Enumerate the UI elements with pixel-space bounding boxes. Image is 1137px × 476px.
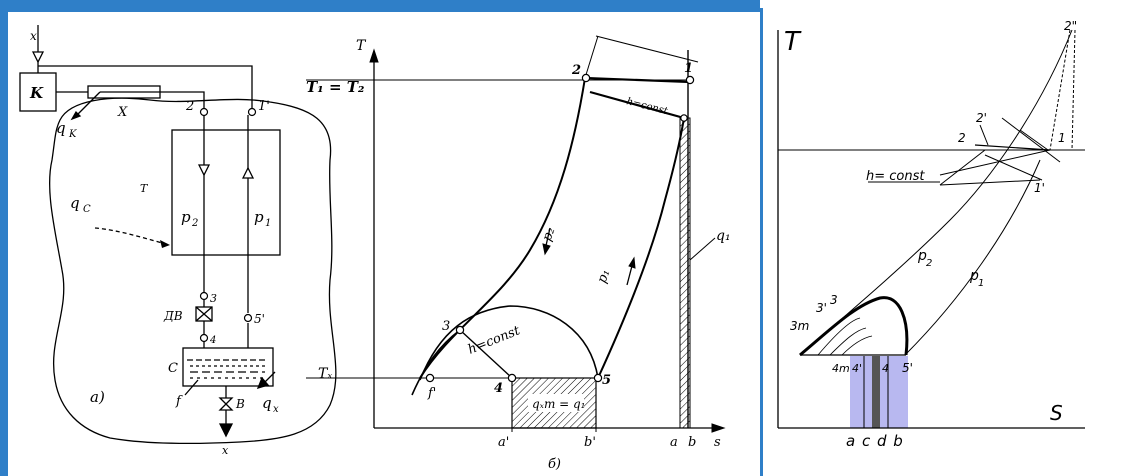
b-label-3: 3	[442, 319, 450, 334]
b-saturation-dome	[419, 305, 599, 381]
label-qK: q	[56, 119, 66, 137]
b-node-4	[507, 373, 517, 383]
node-2	[199, 107, 209, 117]
system-boundary-blob	[49, 97, 337, 445]
node-3	[199, 291, 209, 301]
b-node-2	[581, 73, 591, 83]
label-node-4: 4	[209, 335, 216, 346]
b-node-f	[425, 373, 435, 383]
panel-c-labels: T S 2" 2' 2 1 1' h= const p 2 p 1 3 3' 3…	[784, 19, 1077, 450]
c-label-p2-sub: 2	[926, 258, 932, 269]
b-label-s: s	[714, 435, 721, 450]
c-label-5p: 5'	[902, 361, 913, 375]
label-qC: q	[70, 194, 80, 212]
b-label-q1: q₁	[716, 228, 731, 244]
c-label-p1-sub: 1	[978, 278, 984, 289]
label-C: C	[168, 361, 178, 376]
c-label-2pp: 2"	[1064, 19, 1077, 33]
separator-vessel	[182, 347, 274, 387]
c-label-1: 1	[1058, 131, 1066, 145]
c-label-2p: 2'	[976, 111, 987, 125]
label-x-bottom: x	[222, 444, 229, 457]
b-label-b-prime: b'	[584, 435, 596, 450]
c-label-abcd: a c d b	[846, 432, 904, 450]
label-p2: p	[181, 208, 191, 226]
c-label-4m: 4m	[832, 362, 850, 375]
panel-c-background	[763, 8, 1137, 476]
label-DV: ДВ	[163, 309, 183, 323]
b-label-pz: p₂	[540, 226, 559, 244]
b-label-T: T	[356, 38, 367, 54]
c-label-3m: 3m	[790, 319, 809, 333]
label-B: B	[235, 397, 245, 411]
label-p1-sub: 1	[265, 218, 271, 229]
c-saturation-dome	[799, 296, 909, 357]
b-label-p1: p₁	[595, 268, 614, 286]
label-tag-a: а)	[90, 388, 105, 406]
b-label-2: 2	[571, 63, 581, 78]
b-label-1: 1	[684, 61, 693, 76]
b-node-1b	[680, 114, 688, 122]
node-1p	[247, 107, 257, 117]
label-qx: q	[262, 394, 272, 412]
b-isobar-p1	[597, 117, 685, 379]
panel-a-schematic	[19, 25, 337, 445]
b-label-f: f'	[427, 386, 436, 401]
c-label-p1: p	[969, 268, 979, 284]
label-T: T	[140, 182, 149, 195]
label-p1: p	[254, 208, 264, 226]
c-label-S: S	[1050, 401, 1063, 425]
b-label-T1T2: T₁ = T₂	[306, 78, 365, 96]
label-qC-sub: C	[83, 204, 91, 215]
b-label-a-prime: a'	[498, 435, 509, 450]
node-4	[199, 333, 209, 343]
c-label-3: 3	[830, 293, 838, 307]
b-node-5	[593, 373, 603, 383]
label-K: K	[29, 84, 44, 102]
label-node-2: 2	[185, 99, 194, 114]
b-label-a: a	[670, 435, 678, 450]
b-label-b: b	[688, 435, 696, 450]
panel-a-labels: x K X q K 2 1' T q C p 2 p 1 3 ДВ 4 5' C…	[29, 29, 279, 457]
c-isobar-p1	[904, 159, 1041, 356]
label-p2-sub: 2	[191, 218, 198, 229]
label-X: X	[117, 105, 128, 120]
c-label-p2: p	[917, 248, 927, 264]
b-label-5: 5	[602, 373, 611, 388]
c-label-3p: 3'	[816, 301, 827, 315]
c-dark-bar	[872, 356, 880, 428]
c-label-T: T	[784, 27, 802, 57]
label-f: f	[175, 394, 183, 409]
c-label-2: 2	[958, 131, 966, 145]
label-node-1p: 1'	[258, 99, 270, 114]
b-label-4: 4	[494, 381, 503, 396]
b-label-qxt: qₓт = q₁	[532, 397, 586, 411]
panel-ab-background	[8, 12, 760, 476]
heat-exchanger-box	[171, 129, 281, 256]
panel-b-nodes	[425, 73, 695, 383]
panel-a-nodes	[199, 107, 257, 343]
label-x-top: x	[30, 29, 37, 43]
label-qK-sub: K	[68, 129, 77, 140]
b-node-3	[455, 325, 465, 335]
right-panel-top-strip	[760, 0, 1137, 8]
c-label-1p: 1'	[1034, 181, 1045, 195]
label-node-3: 3	[210, 292, 217, 305]
b-label-Tx: Tₓ	[318, 366, 332, 382]
c-label-4: 4	[882, 362, 889, 375]
label-node-5p: 5'	[254, 312, 265, 326]
label-qx-sub: x	[273, 404, 279, 415]
b-node-1	[685, 75, 695, 85]
panel-b-ts-diagram	[306, 35, 726, 433]
c-label-h-const: h= const	[866, 169, 925, 184]
c-label-4p: 4'	[852, 362, 862, 375]
panel-c-ts-diagram	[777, 29, 1085, 429]
b-label-tag: б)	[548, 457, 561, 472]
node-5p	[243, 313, 253, 323]
b-isobar-p2	[419, 77, 586, 379]
